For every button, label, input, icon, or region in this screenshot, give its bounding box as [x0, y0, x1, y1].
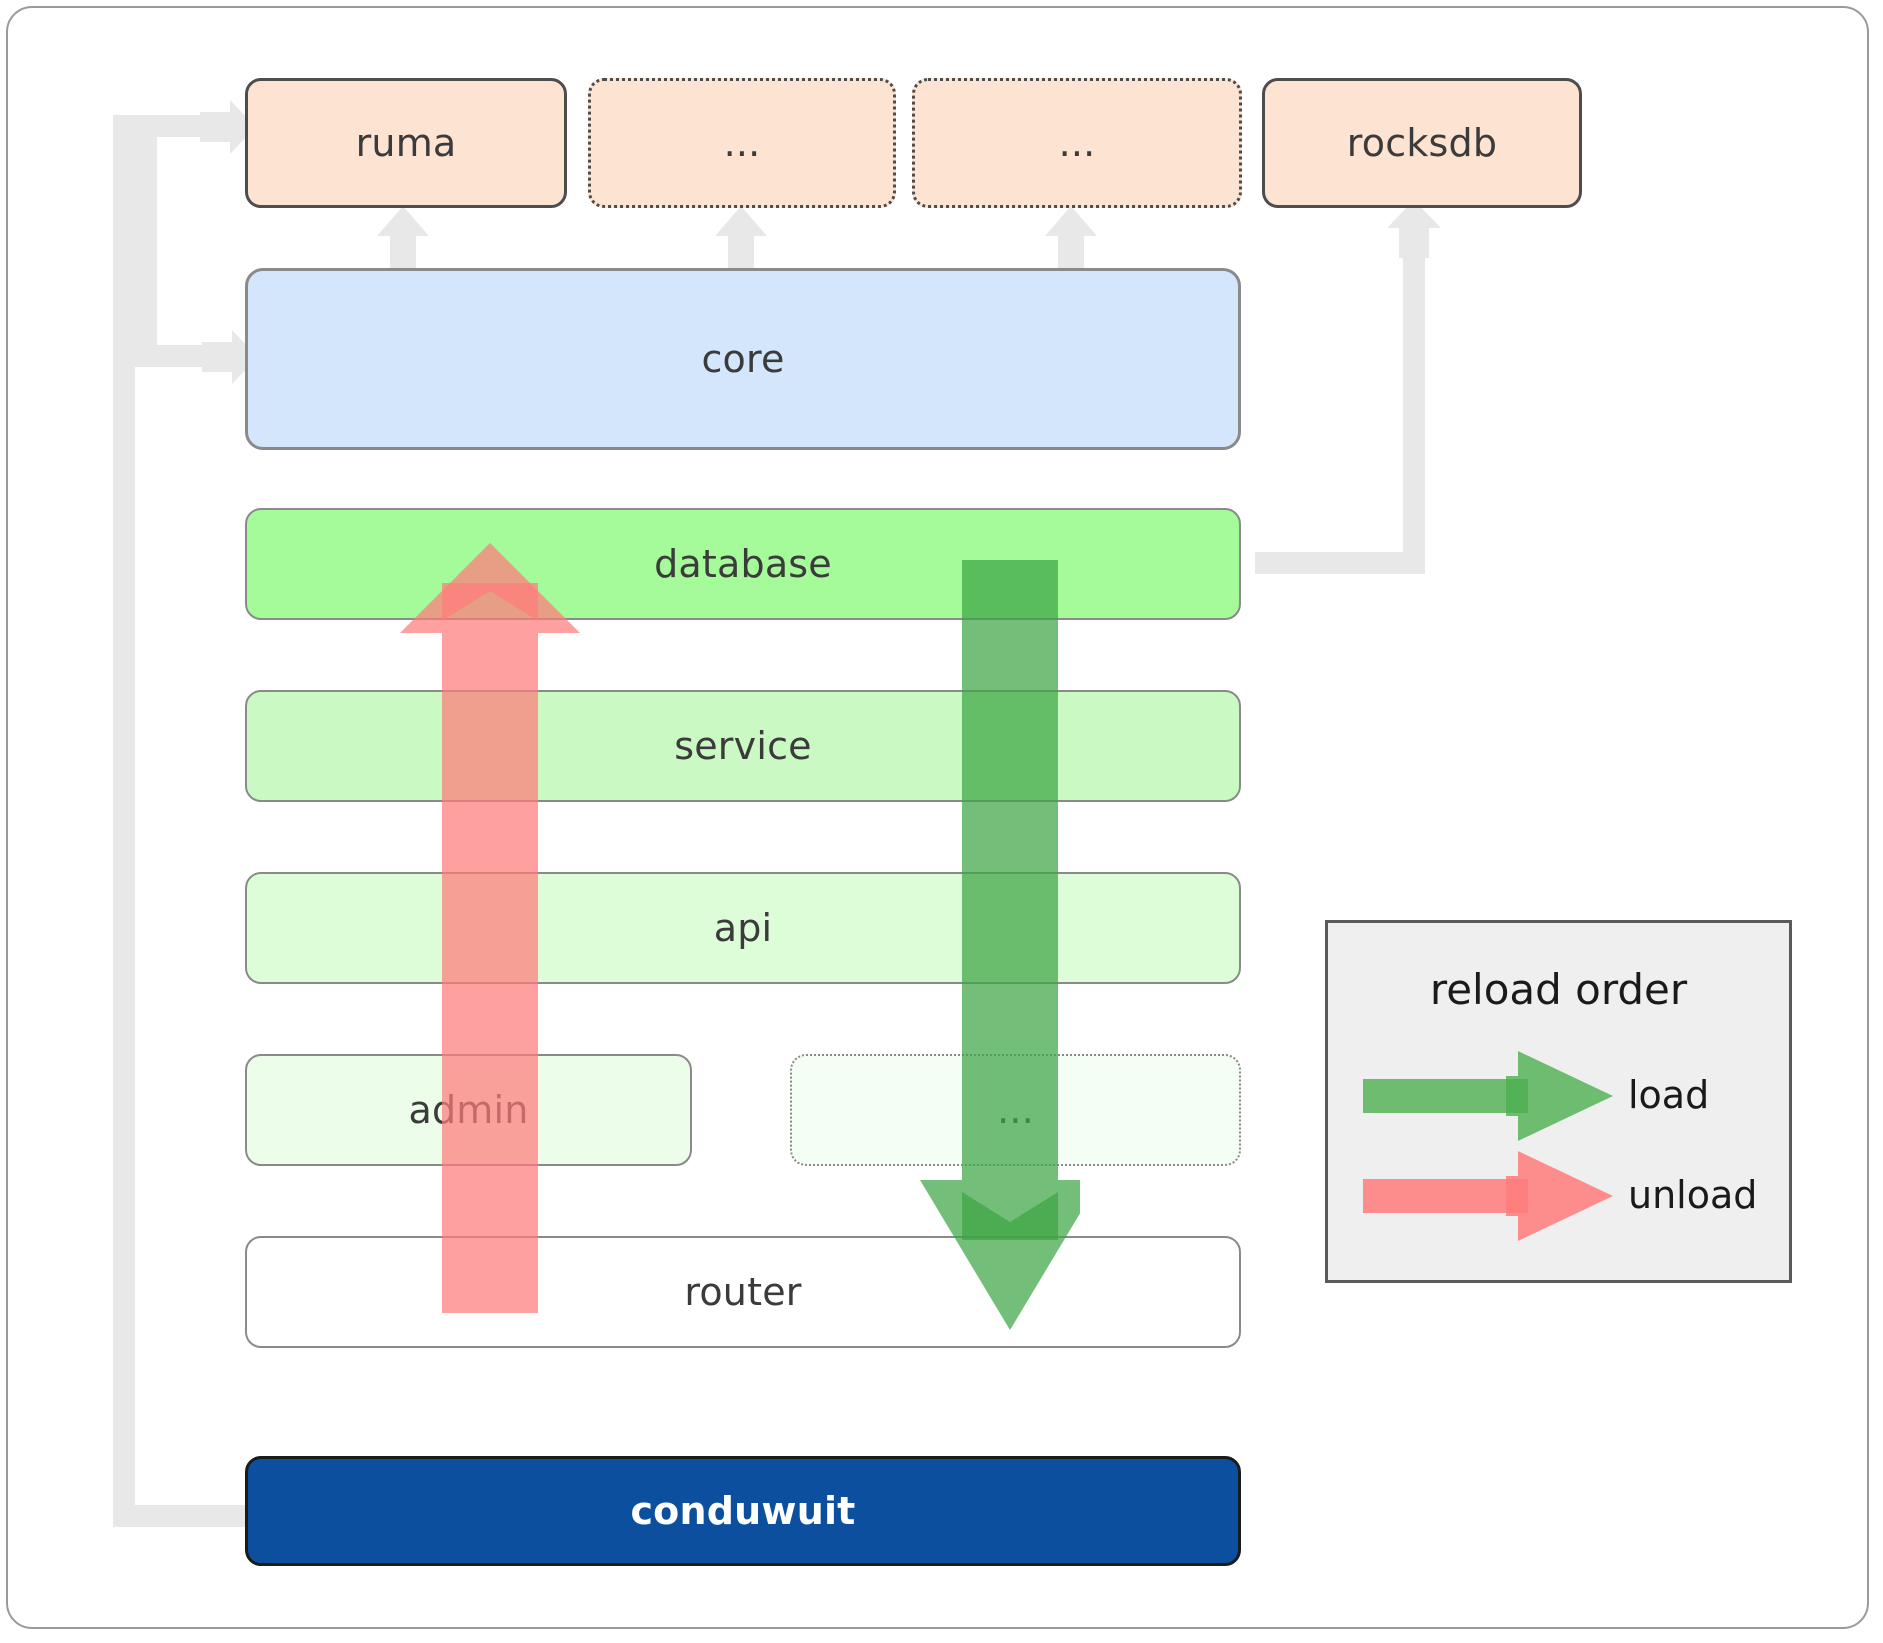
- connector-arrowhead-core: [202, 330, 258, 384]
- node-service[interactable]: service: [245, 690, 1241, 802]
- node-core-label: core: [701, 337, 785, 381]
- connector-database-to-rocksdb-horizontal: [1255, 552, 1425, 574]
- node-conduwuit[interactable]: conduwuit: [245, 1456, 1241, 1566]
- connector-branch-to-core: [135, 345, 215, 367]
- node-api[interactable]: api: [245, 872, 1241, 984]
- node-dep-2[interactable]: ...: [588, 78, 896, 208]
- legend-title: reload order: [1429, 965, 1688, 1014]
- node-admin[interactable]: admin: [245, 1054, 692, 1166]
- node-service-label: service: [674, 724, 812, 768]
- node-ruma[interactable]: ruma: [245, 78, 567, 208]
- node-core[interactable]: core: [245, 268, 1241, 450]
- node-router[interactable]: router: [245, 1236, 1241, 1348]
- legend-load-label: load: [1628, 1073, 1710, 1117]
- connector-database-to-rocksdb-vertical: [1403, 250, 1425, 574]
- connector-arrowhead-rocksdb: [1387, 200, 1441, 258]
- legend-load-arrow-icon: [1363, 1051, 1613, 1141]
- node-layer-etc[interactable]: ...: [790, 1054, 1241, 1166]
- legend-unload-arrow-icon: [1363, 1151, 1613, 1241]
- node-api-label: api: [713, 906, 773, 950]
- node-dep-3-label: ...: [1058, 121, 1096, 165]
- node-layer-etc-label: ...: [997, 1088, 1034, 1132]
- connector-branch-vertical-core: [135, 137, 157, 347]
- legend-unload-label: unload: [1628, 1173, 1758, 1217]
- node-database-label: database: [654, 542, 832, 586]
- connector-trunk-vertical: [113, 115, 135, 1527]
- node-ruma-label: ruma: [355, 121, 457, 165]
- node-dep-2-label: ...: [723, 121, 761, 165]
- node-dep-3[interactable]: ...: [912, 78, 1242, 208]
- diagram-frame: [6, 6, 1869, 1629]
- connector-arrowhead-ruma: [200, 100, 256, 154]
- connector-arrowhead-core-to-dep3: [1045, 206, 1097, 270]
- node-database[interactable]: database: [245, 508, 1241, 620]
- node-rocksdb[interactable]: rocksdb: [1262, 78, 1582, 208]
- connector-trunk-to-conduwuit: [113, 1505, 253, 1527]
- connector-arrowhead-core-to-ruma: [377, 206, 429, 270]
- connector-arrowhead-core-to-dep2: [715, 206, 767, 270]
- node-conduwuit-label: conduwuit: [630, 1489, 856, 1533]
- node-router-label: router: [684, 1270, 802, 1314]
- node-admin-label: admin: [408, 1088, 529, 1132]
- legend-panel: reload order load unload: [1325, 920, 1792, 1283]
- connector-branch-to-ruma: [113, 115, 213, 137]
- node-rocksdb-label: rocksdb: [1346, 121, 1498, 165]
